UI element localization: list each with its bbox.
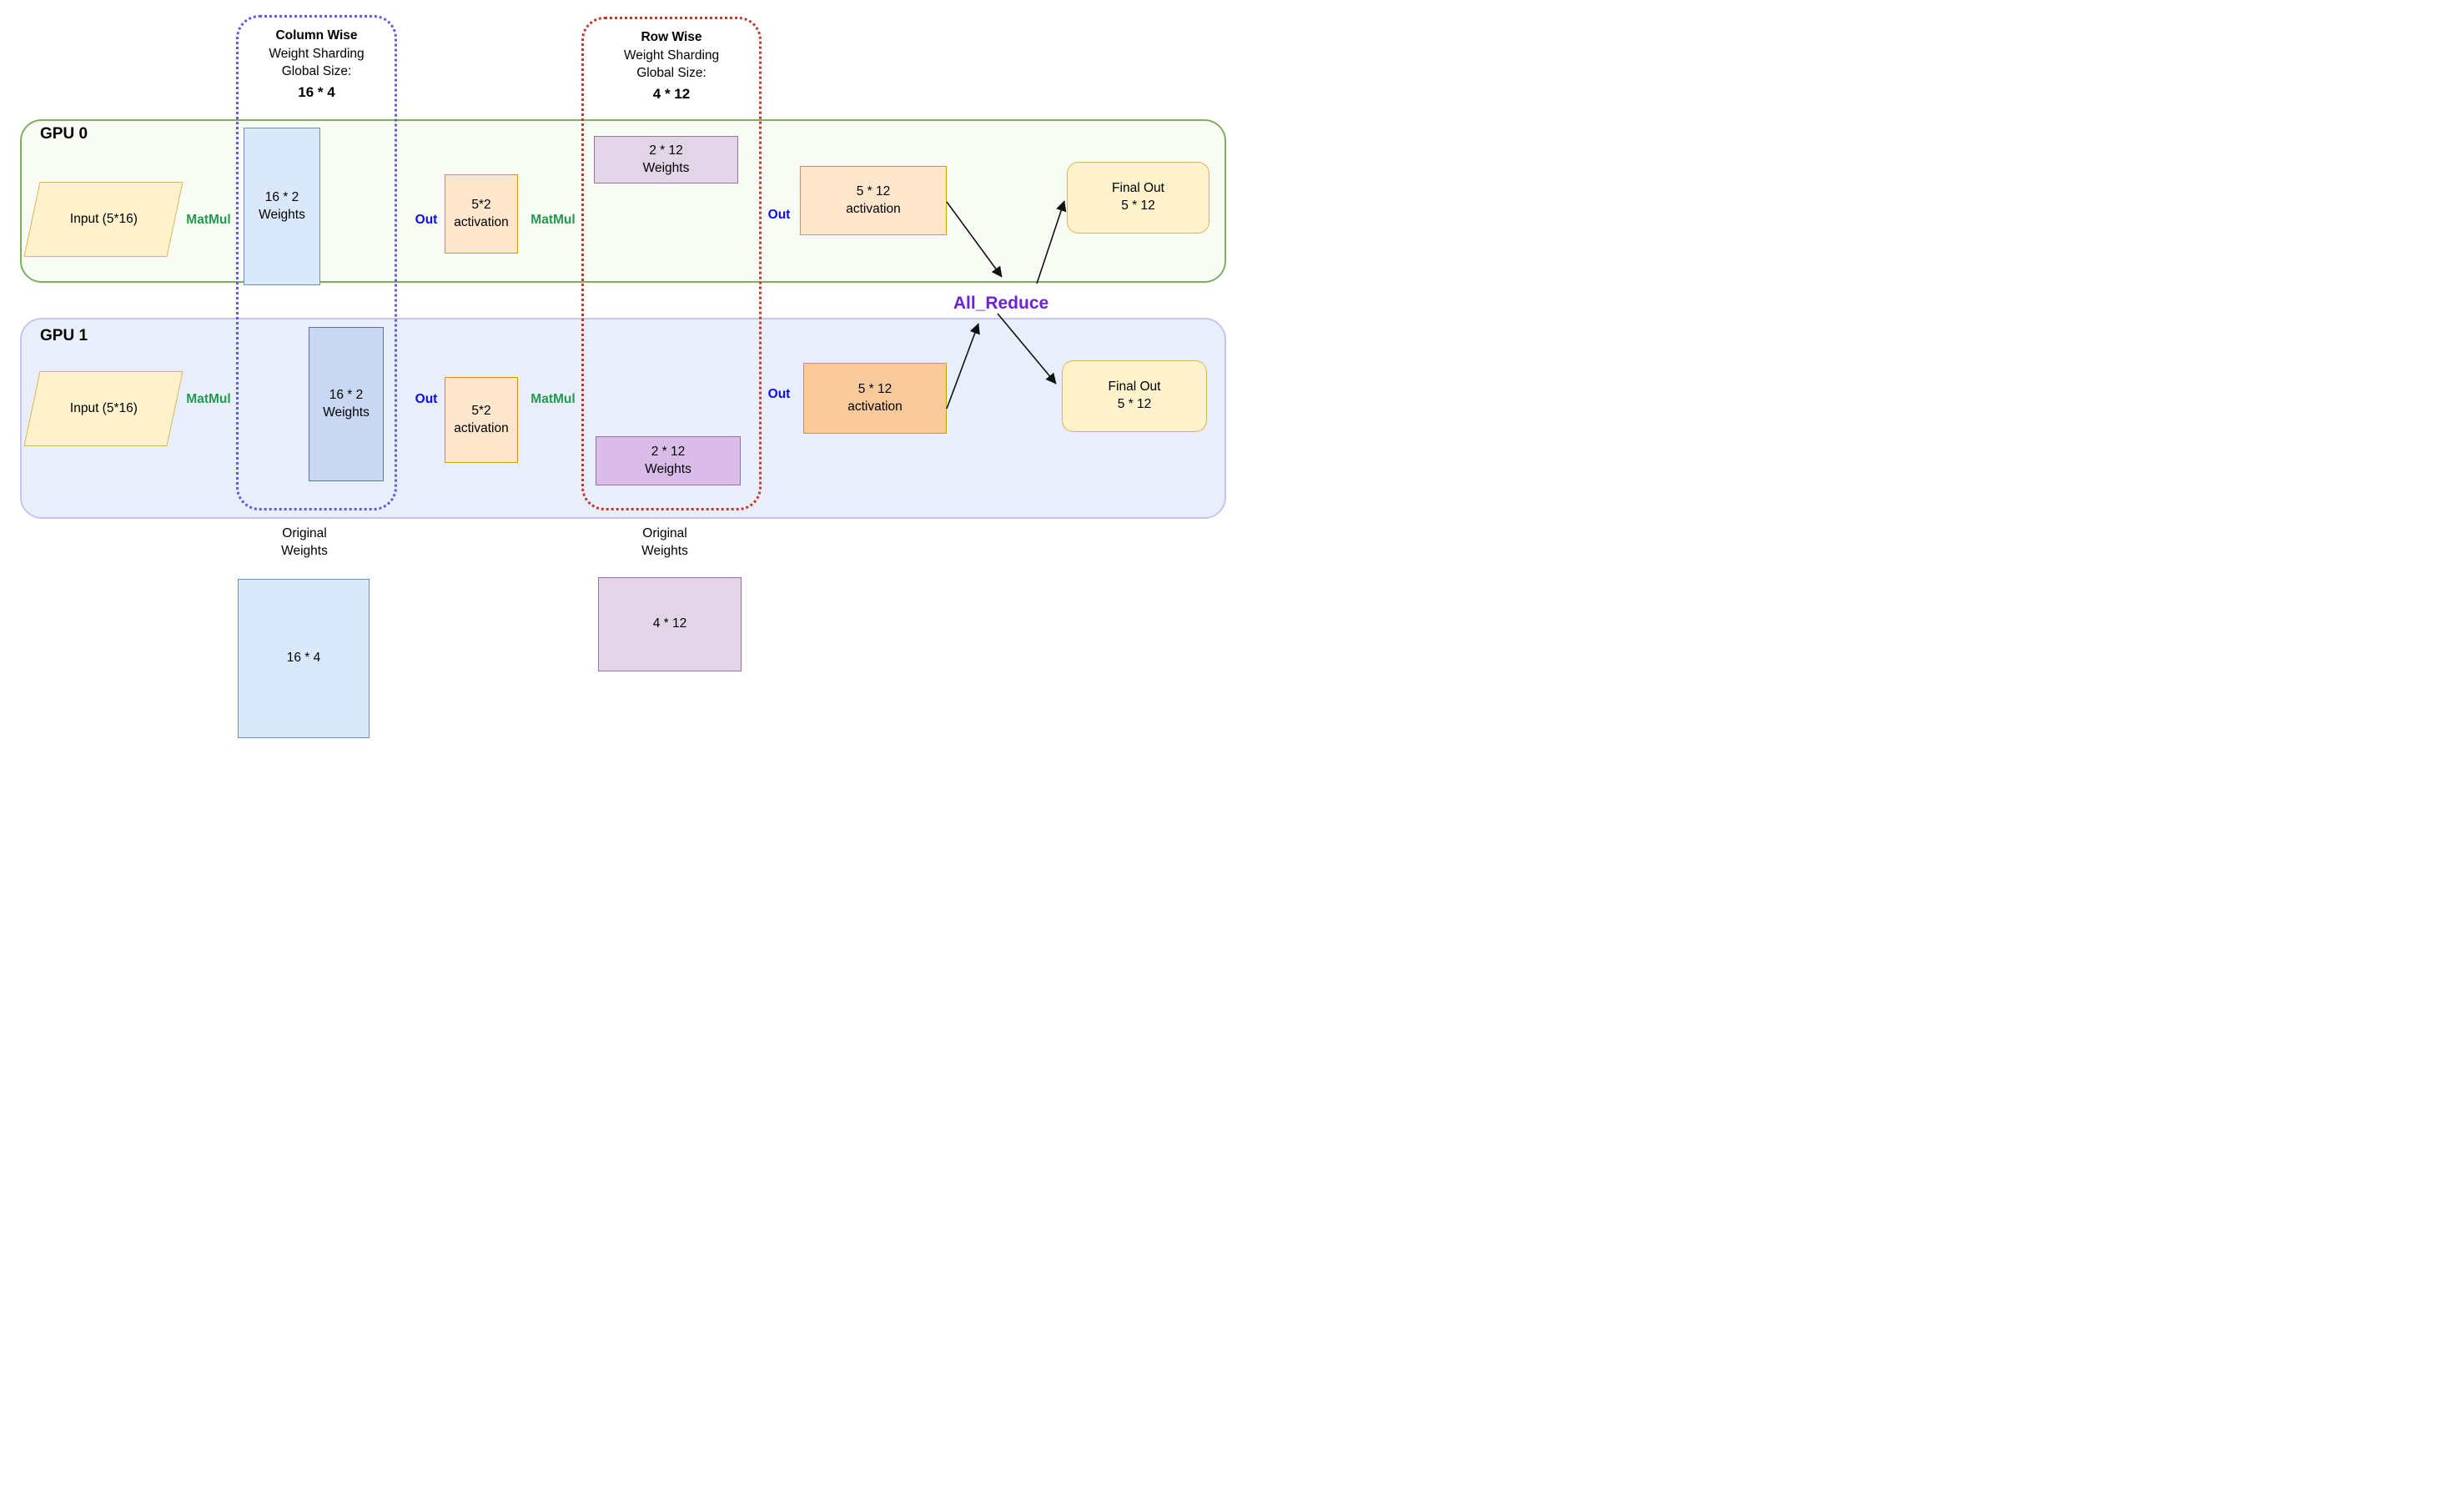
gpu1-label: GPU 1 xyxy=(40,327,88,344)
gpu0-matmul1-label: MatMul xyxy=(186,213,231,227)
gpu1-activation1-block: 5*2 activation xyxy=(445,377,518,463)
gpu0-activation2-block: 5 * 12 activation xyxy=(800,166,947,235)
gpu1-matmul1-label: MatMul xyxy=(186,392,231,406)
original-weights-block-4x12: 4 * 12 xyxy=(598,577,742,671)
gpu0-weights1-block: 16 * 2 Weights xyxy=(244,128,320,285)
gpu1-weights2-block: 2 * 12 Weights xyxy=(596,436,741,485)
column-wise-size: 16 * 4 xyxy=(298,84,335,101)
gpu1-activation2-block: 5 * 12 activation xyxy=(803,363,947,434)
column-wise-title: Column Wise xyxy=(275,28,358,43)
row-wise-size-label: Global Size: xyxy=(636,66,707,81)
gpu0-input-label: Input (5*16) xyxy=(69,211,138,226)
column-wise-header: Column Wise Weight Sharding Global Size:… xyxy=(236,27,397,103)
gpu1-out1-label: Out xyxy=(415,392,438,406)
row-wise-sharding-box xyxy=(581,17,762,510)
original-weights-block-16x4: 16 * 4 xyxy=(238,579,370,738)
gpu0-weights2-block: 2 * 12 Weights xyxy=(594,136,738,183)
gpu1-final-out-block: Final Out 5 * 12 xyxy=(1062,360,1207,432)
row-wise-header: Row Wise Weight Sharding Global Size: 4 … xyxy=(581,28,762,104)
gpu0-label: GPU 0 xyxy=(40,125,88,143)
row-wise-title: Row Wise xyxy=(641,30,702,44)
original-weights-caption-right: Original Weights xyxy=(641,526,688,558)
all-reduce-label: All_Reduce xyxy=(953,294,1049,313)
gpu1-out2-label: Out xyxy=(767,387,791,401)
gpu1-input-label: Input (5*16) xyxy=(69,400,138,415)
row-wise-size: 4 * 12 xyxy=(652,86,691,103)
gpu0-out1-label: Out xyxy=(415,213,438,227)
gpu0-out2-label: Out xyxy=(767,208,791,222)
column-wise-subtitle: Weight Sharding xyxy=(269,46,365,61)
original-weights-caption-left: Original Weights xyxy=(281,526,328,558)
tensor-parallelism-diagram: Column Wise Weight Sharding Global Size:… xyxy=(0,0,1232,744)
gpu0-input-parallelogram: Input (5*16) xyxy=(23,182,184,257)
gpu0-activation1-block: 5*2 activation xyxy=(445,174,518,254)
column-wise-size-label: Global Size: xyxy=(281,64,352,79)
gpu1-input-parallelogram: Input (5*16) xyxy=(23,371,184,446)
gpu1-weights1-block: 16 * 2 Weights xyxy=(309,327,384,481)
gpu0-final-out-block: Final Out 5 * 12 xyxy=(1067,162,1209,234)
row-wise-subtitle: Weight Sharding xyxy=(623,48,720,63)
gpu0-matmul2-label: MatMul xyxy=(531,213,576,227)
gpu1-matmul2-label: MatMul xyxy=(531,392,576,406)
column-wise-sharding-box xyxy=(236,15,397,510)
